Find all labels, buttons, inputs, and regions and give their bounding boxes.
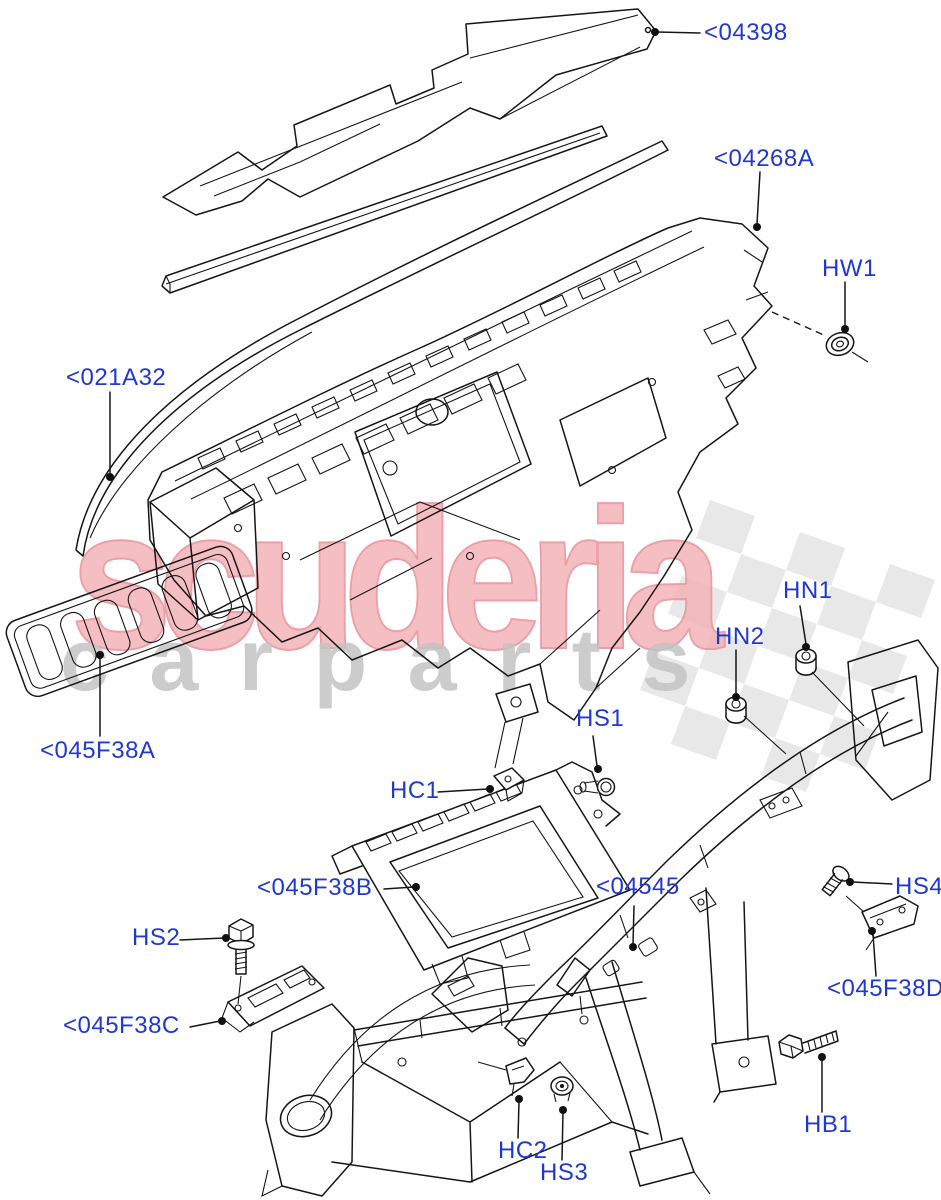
- label-021A32[interactable]: <021A32: [66, 364, 167, 391]
- part-display-bezel-045F38B: [331, 761, 631, 985]
- label-04398[interactable]: <04398: [704, 19, 788, 46]
- label-045F38A[interactable]: <045F38A: [40, 737, 156, 764]
- part-upper-trim-strip: [161, 125, 608, 294]
- part-instrument-panel-04268A: [147, 217, 773, 721]
- label-hs1[interactable]: HS1: [576, 705, 625, 732]
- label-04268A[interactable]: <04268A: [714, 145, 815, 172]
- label-hc2[interactable]: HC2: [498, 1137, 548, 1164]
- label-hs3[interactable]: HS3: [540, 1159, 589, 1186]
- label-045F38D[interactable]: <045F38D: [827, 975, 941, 1002]
- label-hb1[interactable]: HB1: [804, 1111, 853, 1138]
- checkered-flag-watermark: [640, 500, 935, 792]
- fastener-hn2-nut: [725, 696, 747, 724]
- part-bracket-045F38C: [221, 965, 325, 1033]
- fastener-hs1-screw: [579, 777, 616, 797]
- fastener-hc2-clip: [477, 1057, 535, 1097]
- fastener-hb1-bolt: [778, 1030, 839, 1059]
- hw1-pointer-line: [851, 351, 869, 363]
- part-defroster-panel-04398: [162, 8, 657, 216]
- fastener-hs2-bolt: [227, 918, 255, 975]
- label-hn1[interactable]: HN1: [783, 577, 833, 604]
- leader-lines: [96, 28, 893, 1161]
- watermark-tagline-text: c a r p a r t s: [60, 610, 698, 709]
- label-hs2[interactable]: HS2: [132, 924, 181, 951]
- watermark-brand-text: scuderia: [70, 467, 726, 691]
- part-lower-frame: [261, 957, 649, 1198]
- part-trim-strip-021A32: [75, 140, 669, 557]
- fastener-hc1-clip: [493, 767, 525, 802]
- fastener-hs3-screw-grommet: [550, 1076, 574, 1103]
- label-045F38B[interactable]: <045F38B: [257, 874, 373, 901]
- part-bracket-045F38D: [861, 895, 919, 951]
- part-vent-grille-045F38A: [5, 545, 253, 698]
- label-hs4[interactable]: HS4: [895, 873, 941, 900]
- label-hn2[interactable]: HN2: [715, 623, 765, 650]
- fastener-hw1-grommet: [825, 331, 855, 357]
- fastener-hs4-screw: [821, 865, 850, 897]
- label-045F38C[interactable]: <045F38C: [63, 1012, 180, 1039]
- label-04545[interactable]: <04545: [596, 873, 680, 900]
- label-hw1[interactable]: HW1: [822, 255, 877, 282]
- fastener-hn1-nut: [795, 648, 817, 676]
- label-hc1[interactable]: HC1: [390, 777, 440, 804]
